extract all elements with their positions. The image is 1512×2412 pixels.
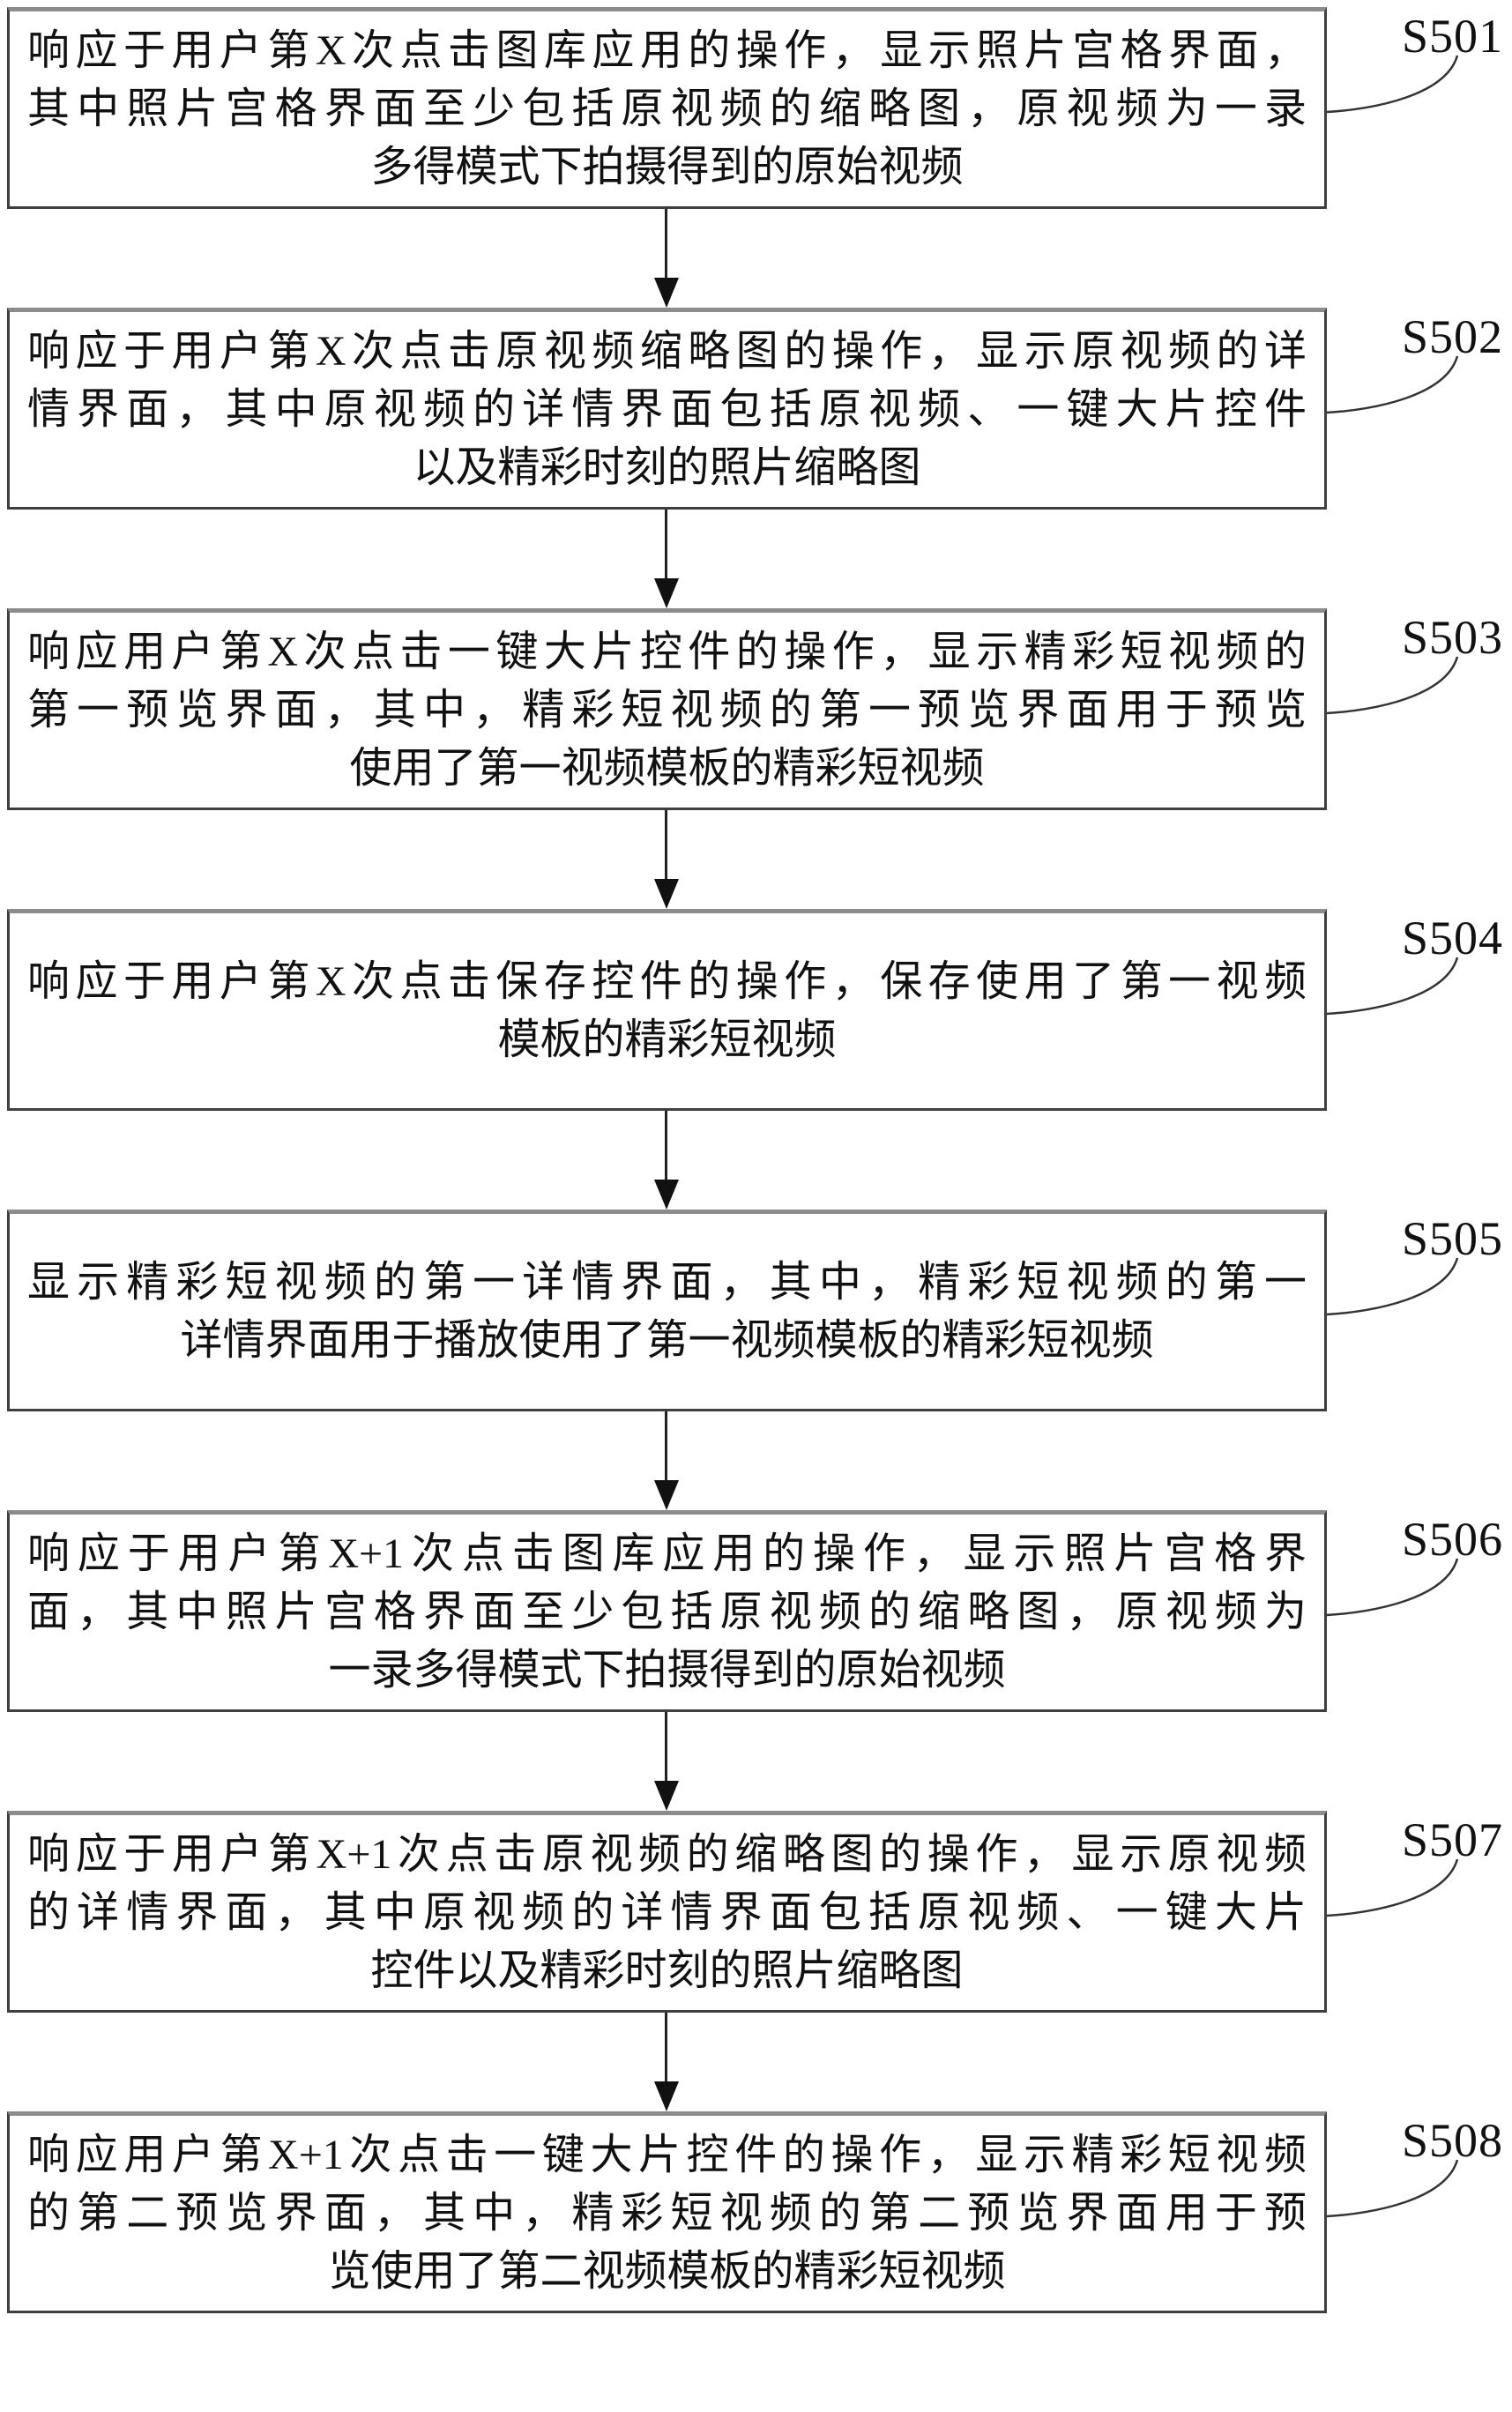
flow-step: 响应于用户第X次点击原视频缩略图的操作，显示原视频的详情界面，其中原视频的详情界… — [0, 308, 1512, 608]
process-text-line: 响应用户第X次点击一键大片控件的操作，显示精彩短视频的 — [27, 628, 1307, 675]
down-arrow — [654, 1411, 679, 1510]
leader-curve-icon — [1326, 1858, 1459, 1917]
arrow-line — [665, 1712, 667, 1782]
process-text-line: 响应于用户第X+1次点击图库应用的操作，显示照片宫格界 — [27, 1530, 1307, 1577]
leader-curve-icon — [1326, 957, 1459, 1016]
step-ref-label: S507 — [1402, 1813, 1504, 1866]
down-arrow — [654, 209, 679, 308]
leader-curve-icon — [1326, 55, 1459, 114]
down-arrow — [654, 810, 679, 909]
arrow-head-icon — [654, 578, 679, 608]
flow-step: 响应于用户第X次点击保存控件的操作，保存使用了第一视频模板的精彩短视频 S504 — [0, 909, 1512, 1210]
flow-step: 显示精彩短视频的第一详情界面，其中，精彩短视频的第一详情界面用于播放使用了第一视… — [0, 1210, 1512, 1510]
process-text-line: 以及精彩时刻的照片缩略图 — [413, 443, 921, 491]
process-text: 响应用户第X+1次点击一键大片控件的操作，显示精彩短视频的第二预览界面，其中，精… — [10, 2126, 1324, 2301]
down-arrow — [654, 2013, 679, 2111]
arrow-line — [665, 209, 667, 279]
process-text-line: 多得模式下拍摄得到的原始视频 — [370, 143, 964, 190]
process-box: 响应用户第X+1次点击一键大片控件的操作，显示精彩短视频的第二预览界面，其中，精… — [7, 2111, 1327, 2313]
process-text-line: 详情界面用于播放使用了第一视频模板的精彩短视频 — [180, 1316, 1154, 1364]
down-arrow — [654, 510, 679, 608]
leader-curve-icon — [1326, 355, 1459, 414]
leader-curve-icon — [1326, 656, 1459, 715]
leader-curve-icon — [1326, 1558, 1459, 1617]
arrow-line — [665, 810, 667, 880]
step-ref-label: S502 — [1402, 310, 1504, 363]
process-text-line: 的详情界面，其中原视频的详情界面包括原视频、一键大片 — [27, 1888, 1307, 1936]
process-text-line: 其中照片宫格界面至少包括原视频的缩略图，原视频为一录 — [27, 85, 1307, 132]
process-text-line: 面，其中照片宫格界面至少包括原视频的缩略图，原视频为 — [27, 1588, 1307, 1635]
arrow-head-icon — [654, 1180, 679, 1210]
process-text: 响应于用户第X+1次点击图库应用的操作，显示照片宫格界面，其中照片宫格界面至少包… — [10, 1525, 1324, 1700]
process-box: 显示精彩短视频的第一详情界面，其中，精彩短视频的第一详情界面用于播放使用了第一视… — [7, 1210, 1327, 1411]
process-box: 响应于用户第X次点击原视频缩略图的操作，显示原视频的详情界面，其中原视频的详情界… — [7, 308, 1327, 510]
step-ref-label: S508 — [1402, 2114, 1504, 2167]
step-ref-label: S506 — [1402, 1513, 1504, 1566]
process-text-line: 览使用了第二视频模板的精彩短视频 — [328, 2247, 1006, 2295]
process-text: 响应于用户第X次点击保存控件的操作，保存使用了第一视频模板的精彩短视频 — [10, 953, 1324, 1069]
process-box: 响应于用户第X次点击图库应用的操作，显示照片宫格界面， 其中照片宫格界面至少包括原… — [7, 7, 1327, 209]
process-text-line: 控件以及精彩时刻的照片缩略图 — [370, 1947, 964, 1994]
process-text-line: 的第二预览界面，其中，精彩短视频的第二预览界面用于预 — [27, 2189, 1307, 2237]
process-text: 响应于用户第X次点击原视频缩略图的操作，显示原视频的详情界面，其中原视频的详情界… — [10, 323, 1324, 497]
arrow-line — [665, 2013, 667, 2082]
flow-step: 响应用户第X+1次点击一键大片控件的操作，显示精彩短视频的第二预览界面，其中，精… — [0, 2111, 1512, 2412]
flow-step: 响应于用户第X+1次点击原视频的缩略图的操作，显示原视频的详情界面，其中原视频的… — [0, 1811, 1512, 2111]
process-text-line: 情界面，其中原视频的详情界面包括原视频、一键大片控件 — [27, 385, 1307, 433]
process-box: 响应于用户第X+1次点击原视频的缩略图的操作，显示原视频的详情界面，其中原视频的… — [7, 1811, 1327, 2013]
flowchart: 响应于用户第X次点击图库应用的操作，显示照片宫格界面， 其中照片宫格界面至少包括原… — [0, 7, 1512, 2313]
down-arrow — [654, 1712, 679, 1811]
process-box: 响应于用户第X次点击保存控件的操作，保存使用了第一视频模板的精彩短视频 — [7, 909, 1327, 1111]
process-text-line: 响应于用户第X次点击保存控件的操作，保存使用了第一视频 — [27, 957, 1307, 1005]
process-text-line: 第一预览界面，其中，精彩短视频的第一预览界面用于预览 — [27, 686, 1307, 733]
leader-curve-icon — [1326, 1257, 1459, 1316]
step-ref-label: S503 — [1402, 611, 1504, 664]
process-text-line: 响应于用户第X+1次点击原视频的缩略图的操作，显示原视频 — [27, 1830, 1307, 1878]
process-text-line: 一录多得模式下拍摄得到的原始视频 — [328, 1646, 1006, 1694]
process-text-line: 响应于用户第X次点击原视频缩略图的操作，显示原视频的详 — [27, 327, 1307, 375]
process-text-line: 响应于用户第X次点击图库应用的操作，显示照片宫格界面， — [27, 26, 1307, 74]
step-ref-label: S504 — [1402, 912, 1504, 964]
process-text: 响应于用户第X+1次点击原视频的缩略图的操作，显示原视频的详情界面，其中原视频的… — [10, 1826, 1324, 2000]
arrow-head-icon — [654, 1781, 679, 1811]
down-arrow — [654, 1111, 679, 1210]
arrow-head-icon — [654, 879, 679, 909]
process-box: 响应用户第X次点击一键大片控件的操作，显示精彩短视频的第一预览界面，其中，精彩短… — [7, 608, 1327, 810]
arrow-head-icon — [654, 278, 679, 308]
process-text-line: 显示精彩短视频的第一详情界面，其中，精彩短视频的第一 — [27, 1258, 1307, 1306]
process-text: 响应于用户第X次点击图库应用的操作，显示照片宫格界面， 其中照片宫格界面至少包括原… — [10, 22, 1324, 197]
process-text-line: 模板的精彩短视频 — [497, 1016, 837, 1063]
process-box: 响应于用户第X+1次点击图库应用的操作，显示照片宫格界面，其中照片宫格界面至少包… — [7, 1510, 1327, 1712]
flow-step: 响应用户第X次点击一键大片控件的操作，显示精彩短视频的第一预览界面，其中，精彩短… — [0, 608, 1512, 909]
arrow-head-icon — [654, 2081, 679, 2111]
flow-step: 响应于用户第X+1次点击图库应用的操作，显示照片宫格界面，其中照片宫格界面至少包… — [0, 1510, 1512, 1811]
arrow-line — [665, 1411, 667, 1481]
arrow-head-icon — [654, 1480, 679, 1510]
step-ref-label: S505 — [1402, 1212, 1504, 1265]
arrow-line — [665, 1111, 667, 1180]
process-text-line: 响应用户第X+1次点击一键大片控件的操作，显示精彩短视频 — [27, 2131, 1307, 2178]
arrow-line — [665, 510, 667, 579]
leader-curve-icon — [1326, 2159, 1459, 2218]
flow-step: 响应于用户第X次点击图库应用的操作，显示照片宫格界面， 其中照片宫格界面至少包括原… — [0, 7, 1512, 308]
process-text: 响应用户第X次点击一键大片控件的操作，显示精彩短视频的第一预览界面，其中，精彩短… — [10, 623, 1324, 798]
process-text-line: 使用了第一视频模板的精彩短视频 — [349, 744, 985, 792]
step-ref-label: S501 — [1402, 10, 1504, 63]
process-text: 显示精彩短视频的第一详情界面，其中，精彩短视频的第一详情界面用于播放使用了第一视… — [10, 1254, 1324, 1370]
